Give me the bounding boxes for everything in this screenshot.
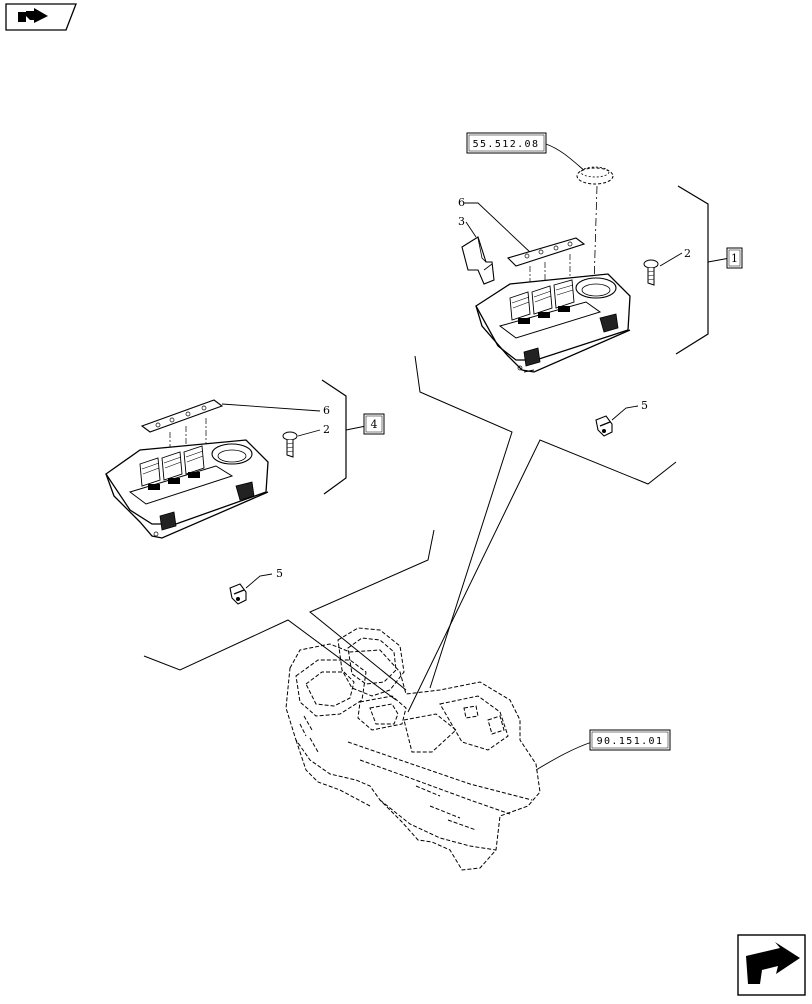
leader-line: [465, 221, 477, 238]
item-box-1-label: 1: [731, 252, 738, 265]
switch-panel-left: [105, 439, 269, 539]
leader-line: [464, 202, 533, 255]
callout-6-right: 6: [458, 196, 465, 209]
leader-line: [345, 425, 367, 431]
clip-part-5-left: [229, 583, 247, 605]
leader-line: [611, 405, 639, 421]
leader-line: [221, 403, 321, 412]
leader-line: [297, 429, 321, 437]
callout-3: 3: [458, 215, 465, 228]
screw-part-2-left: [282, 431, 298, 458]
item-box-4-label: 4: [371, 418, 378, 431]
callout-5-left: 5: [276, 567, 283, 580]
bracket-part-3: [461, 236, 495, 285]
screw-part-2-right: [643, 259, 659, 286]
bracket-left: [321, 379, 347, 495]
assembly-boundary-line: [309, 529, 435, 691]
leader-line: [707, 257, 731, 263]
label-plate-part-6-right: [506, 237, 586, 267]
reference-box-console[interactable]: 90.151.01: [589, 729, 671, 751]
bracket-right: [675, 185, 709, 355]
callout-5-right: 5: [641, 399, 648, 412]
previous-page-icon[interactable]: [5, 3, 77, 31]
assembly-boundary-line: [407, 439, 677, 713]
leader-line: [245, 573, 273, 589]
leader-line: [535, 741, 593, 771]
callout-2-left: 2: [323, 423, 330, 436]
leader-line: [545, 143, 587, 173]
centerline: [593, 185, 598, 286]
assembly-boundary-line: [143, 619, 397, 701]
clip-part-5-right: [595, 415, 613, 437]
next-page-icon[interactable]: [737, 934, 806, 996]
reference-label-top: 55.512.08: [473, 139, 540, 150]
label-plate-part-6-left: [140, 399, 224, 433]
callout-6-left: 6: [323, 404, 330, 417]
assembly-boundary-line: [414, 355, 513, 689]
item-box-4[interactable]: 4: [363, 413, 385, 435]
cap-plug-part: [576, 166, 614, 185]
leader-line: [659, 252, 683, 267]
reference-box-top[interactable]: 55.512.08: [466, 132, 547, 154]
reference-label-console: 90.151.01: [597, 736, 664, 747]
switch-panel-right: [475, 273, 631, 373]
item-box-1[interactable]: 1: [726, 247, 743, 269]
center-console-part: [285, 627, 541, 871]
callout-2-right: 2: [684, 247, 691, 260]
